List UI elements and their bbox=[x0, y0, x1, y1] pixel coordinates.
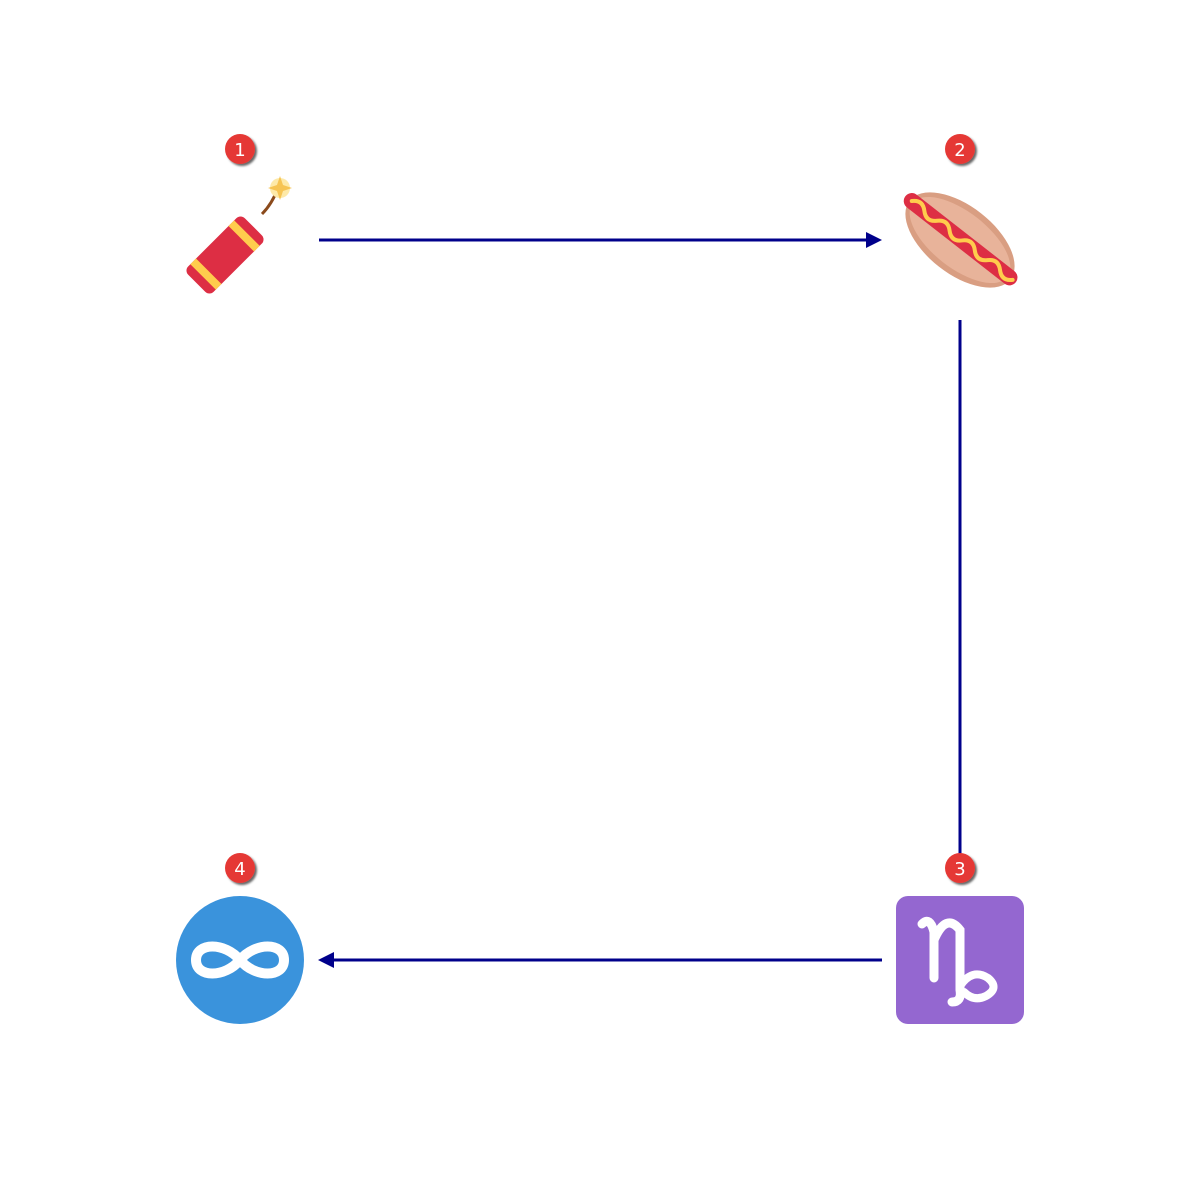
step-number: 2 bbox=[954, 140, 965, 161]
node-3[interactable] bbox=[896, 896, 1024, 1024]
step-number: 4 bbox=[234, 859, 245, 880]
firecracker-icon bbox=[186, 176, 292, 294]
node-4[interactable] bbox=[176, 896, 304, 1024]
hot-dog-icon bbox=[903, 192, 1018, 288]
arrowhead bbox=[318, 952, 334, 968]
node-2[interactable] bbox=[884, 170, 1036, 310]
arrowhead bbox=[866, 232, 882, 248]
step-badge-2: 2 bbox=[945, 134, 975, 164]
step-badge-3: 3 bbox=[945, 853, 975, 883]
step-badge-4: 4 bbox=[225, 853, 255, 883]
capricorn-icon bbox=[896, 896, 1024, 1024]
node-1[interactable] bbox=[184, 176, 292, 296]
step-number: 3 bbox=[954, 859, 965, 880]
infinity-icon bbox=[176, 896, 304, 1024]
edge-1-to-2 bbox=[319, 232, 882, 248]
step-number: 1 bbox=[234, 140, 245, 161]
edge-3-to-4 bbox=[318, 952, 882, 968]
step-badge-1: 1 bbox=[225, 134, 255, 164]
